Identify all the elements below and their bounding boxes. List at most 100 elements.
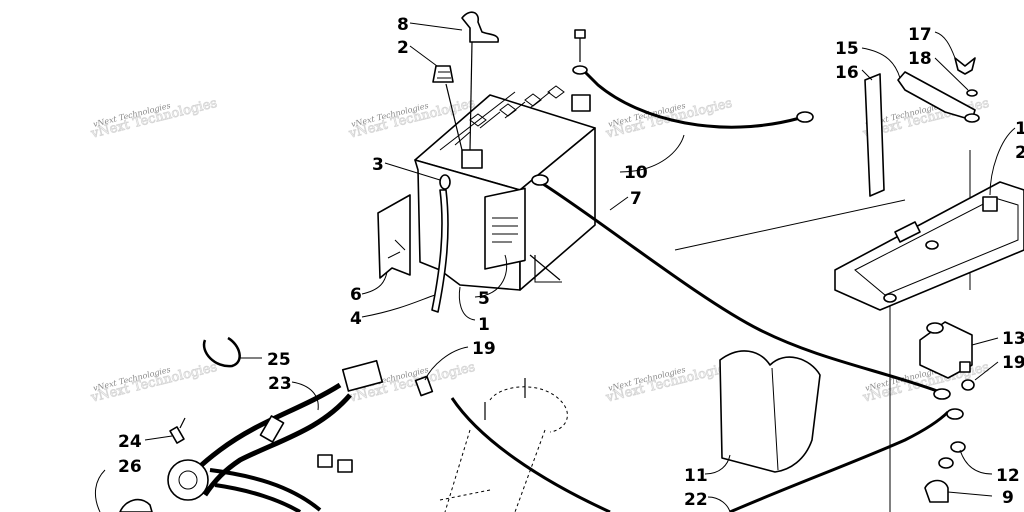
fuse-lead (179, 417, 186, 429)
ground-eyelet (933, 388, 951, 400)
leader-3 (384, 162, 441, 181)
leader-23 (291, 381, 319, 411)
cable-clamp (202, 336, 241, 368)
callout-12: 13 (1002, 329, 1024, 349)
leader-13 (959, 449, 993, 475)
leader-26 (94, 469, 106, 512)
leader-19b (424, 346, 469, 381)
vent-plug-line (445, 83, 463, 151)
tray-tab (894, 221, 921, 243)
leader-19 (974, 361, 999, 381)
callout-1: 1 (478, 315, 490, 335)
callout-19-left: 19 (472, 339, 496, 359)
callout-8: 8 (397, 15, 409, 35)
leader-9 (947, 491, 993, 497)
callout-5: 5 (478, 289, 490, 309)
callout-25: 25 (267, 350, 291, 370)
callout-13: 12 (996, 466, 1020, 486)
watermark: vNext Technologies vNext Technologies (88, 359, 219, 406)
callouts: 8 2 3 6 4 5 1 10 7 15 16 17 18 1 2 13 19… (118, 15, 1024, 510)
starter-motor (439, 378, 568, 512)
callout-3: 3 (372, 155, 384, 175)
terminal-shield (719, 350, 821, 473)
battery-label-plate (484, 187, 526, 270)
battery-vent-caps (439, 91, 551, 151)
leader-right-1 (989, 127, 1016, 196)
vent-tube (431, 189, 449, 313)
watermark: vNext Technologies vNext Technologies (603, 359, 734, 406)
leader-24 (144, 435, 173, 441)
callout-edge-1: 1 (1015, 119, 1024, 139)
solenoid-terminal (959, 361, 971, 373)
nut-13 (938, 457, 954, 469)
solenoid-nut (961, 379, 975, 391)
harness-branch (202, 393, 352, 497)
callout-6: 6 (350, 285, 362, 305)
wing-nut (954, 57, 976, 75)
callout-22: 22 (684, 490, 708, 510)
callout-19: 19 (1002, 353, 1024, 373)
callout-15: 15 (835, 39, 859, 59)
battery-terminal-negative (461, 149, 483, 169)
harness-branch (209, 468, 322, 512)
leader-2 (409, 45, 438, 67)
leader-1 (458, 286, 476, 321)
leader-6 (361, 271, 388, 295)
vertical-bracket (864, 73, 885, 197)
starter-lead (450, 397, 611, 512)
callout-7: 7 (630, 189, 642, 209)
vent-plug (432, 65, 454, 83)
leader-16 (861, 69, 873, 81)
leader-5 (474, 254, 508, 298)
callout-18: 18 (908, 49, 932, 69)
watermark: vNext Technologies vNext Technologies (603, 95, 734, 142)
callout-2: 2 (397, 38, 409, 58)
leader-18 (934, 57, 969, 91)
callout-9: 9 (1002, 488, 1014, 508)
guide-line (534, 260, 562, 283)
negative-cable-eyelet (531, 174, 549, 186)
harness-plug (337, 459, 353, 473)
leader-11 (704, 454, 731, 475)
cap-screw-head (574, 29, 586, 39)
guide-line (674, 199, 906, 251)
positive-cable (583, 70, 801, 129)
starter-motor-outline (489, 386, 568, 433)
ignition-switch-core (178, 470, 198, 490)
tray-recess (854, 197, 1019, 296)
leader-8 (409, 22, 463, 31)
harness-branch (214, 483, 302, 512)
battery-cells (469, 85, 565, 127)
nut (982, 196, 998, 212)
harness-connector-small (259, 415, 285, 443)
terminal-boot-9 (924, 479, 949, 503)
washer-18 (966, 89, 978, 97)
callout-26: 26 (118, 457, 142, 477)
callout-24: 24 (118, 432, 142, 452)
terminal-shield-fold (771, 367, 779, 471)
callout-23: 23 (268, 374, 292, 394)
leader-7 (609, 196, 629, 211)
watermark: vNext Technologies vNext Technologies (88, 95, 219, 142)
negative-cable (539, 180, 941, 394)
leader-17 (934, 31, 956, 59)
leader-4 (361, 294, 436, 318)
callout-16: 16 (835, 63, 859, 83)
starter-cable-eyelet (946, 408, 964, 420)
callout-11: 11 (684, 466, 708, 486)
tray-hole (925, 240, 939, 250)
strap-washer (964, 113, 980, 123)
callout-17: 17 (908, 25, 932, 45)
leader-10 (619, 134, 685, 173)
starter-motor-outline (439, 489, 491, 501)
washer (572, 65, 588, 75)
vent-plug-threads (437, 71, 451, 79)
leader-12 (971, 337, 999, 346)
fuse-holder (414, 375, 434, 397)
key (119, 498, 153, 512)
fuse (169, 426, 185, 444)
solenoid-mount (926, 322, 944, 334)
callout-4: 4 (350, 309, 362, 329)
battery-label-lines (492, 217, 518, 243)
